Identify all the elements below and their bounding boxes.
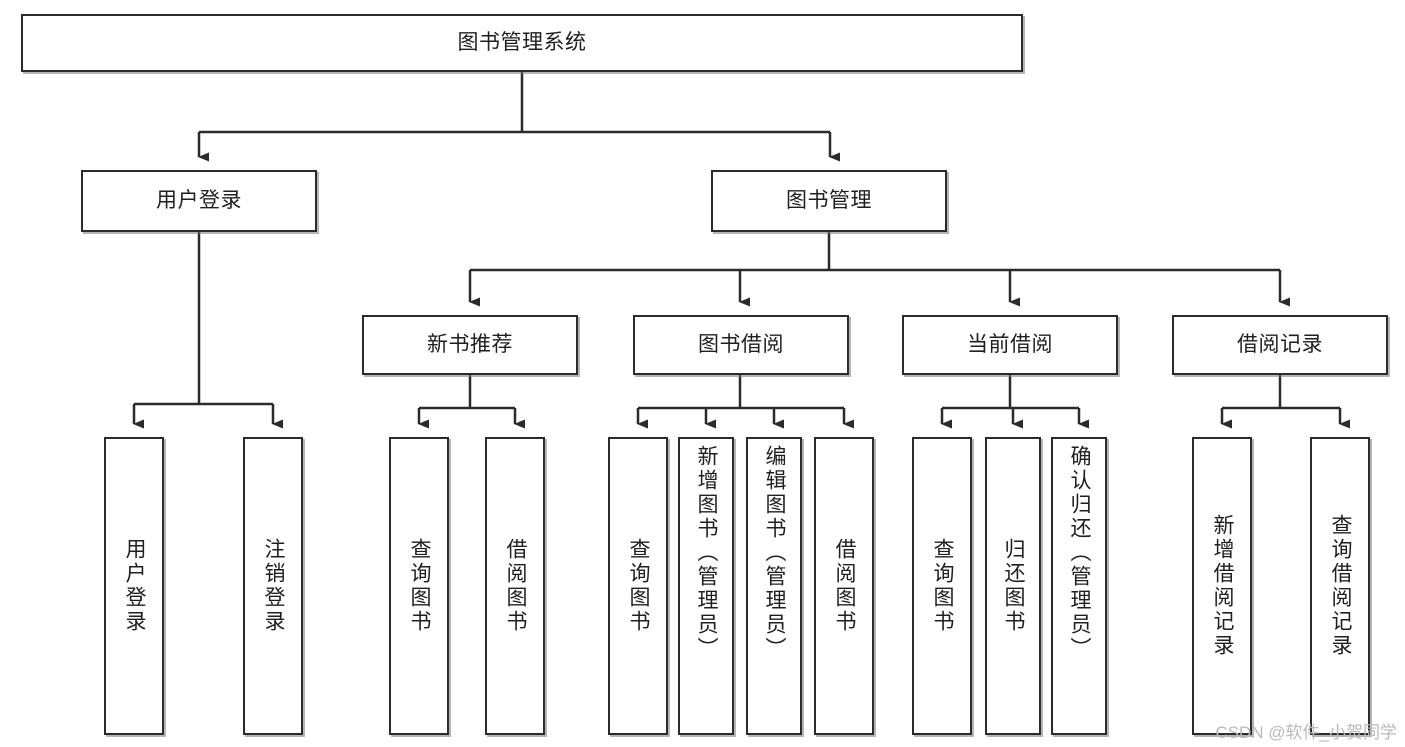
node-leaf-query-borrow-record[interactable]: 查询借阅记录: [1310, 437, 1370, 735]
node-current-borrow-label: 当前借阅: [967, 333, 1053, 357]
node-book-borrow[interactable]: 图书借阅: [633, 315, 849, 375]
node-leaf-user-login-label: 用户登录: [123, 538, 146, 634]
node-leaf-add-book-admin[interactable]: 新增图书（管理员）: [678, 437, 734, 735]
node-leaf-user-login[interactable]: 用户登录: [104, 437, 164, 735]
node-leaf-add-borrow-record-label: 新增借阅记录: [1211, 514, 1234, 658]
node-leaf-borrow-book-2-label: 借阅图书: [833, 538, 856, 634]
node-leaf-add-borrow-record[interactable]: 新增借阅记录: [1192, 437, 1252, 735]
node-leaf-return-book-label: 归还图书: [1002, 538, 1025, 634]
node-borrow-record[interactable]: 借阅记录: [1172, 315, 1388, 375]
node-leaf-query-book-1[interactable]: 查询图书: [389, 437, 449, 735]
node-leaf-return-book[interactable]: 归还图书: [985, 437, 1041, 735]
node-current-borrow[interactable]: 当前借阅: [902, 315, 1118, 375]
node-new-book-rec-label: 新书推荐: [427, 333, 513, 357]
node-leaf-borrow-book-1-label: 借阅图书: [504, 538, 527, 634]
node-root[interactable]: 图书管理系统: [21, 14, 1023, 72]
node-leaf-query-book-2-label: 查询图书: [627, 538, 650, 634]
node-leaf-query-borrow-record-label: 查询借阅记录: [1329, 514, 1352, 658]
node-leaf-logout-label: 注销登录: [262, 538, 285, 634]
node-leaf-borrow-book-1[interactable]: 借阅图书: [485, 437, 545, 735]
node-leaf-edit-book-admin-label: 编辑图书（管理员）: [763, 445, 786, 661]
node-leaf-confirm-return-admin-label: 确认归还（管理员）: [1068, 445, 1091, 661]
node-book-borrow-label: 图书借阅: [698, 333, 784, 357]
node-borrow-record-label: 借阅记录: [1237, 333, 1323, 357]
node-book-manage[interactable]: 图书管理: [711, 170, 947, 232]
node-root-label: 图书管理系统: [457, 31, 587, 55]
node-leaf-add-book-admin-label: 新增图书（管理员）: [695, 445, 718, 661]
node-user-login-label: 用户登录: [156, 189, 242, 213]
node-leaf-confirm-return-admin[interactable]: 确认归还（管理员）: [1051, 437, 1107, 735]
node-leaf-borrow-book-2[interactable]: 借阅图书: [814, 437, 874, 735]
node-book-manage-label: 图书管理: [786, 189, 872, 213]
node-leaf-query-book-3[interactable]: 查询图书: [912, 437, 972, 735]
node-new-book-rec[interactable]: 新书推荐: [362, 315, 578, 375]
node-user-login[interactable]: 用户登录: [81, 170, 317, 232]
watermark-text: CSDN @软件_小贺同学: [1215, 723, 1397, 742]
node-leaf-query-book-1-label: 查询图书: [408, 538, 431, 634]
node-leaf-query-book-2[interactable]: 查询图书: [608, 437, 668, 735]
node-leaf-logout[interactable]: 注销登录: [243, 437, 303, 735]
node-leaf-query-book-3-label: 查询图书: [931, 538, 954, 634]
node-leaf-edit-book-admin[interactable]: 编辑图书（管理员）: [746, 437, 802, 735]
